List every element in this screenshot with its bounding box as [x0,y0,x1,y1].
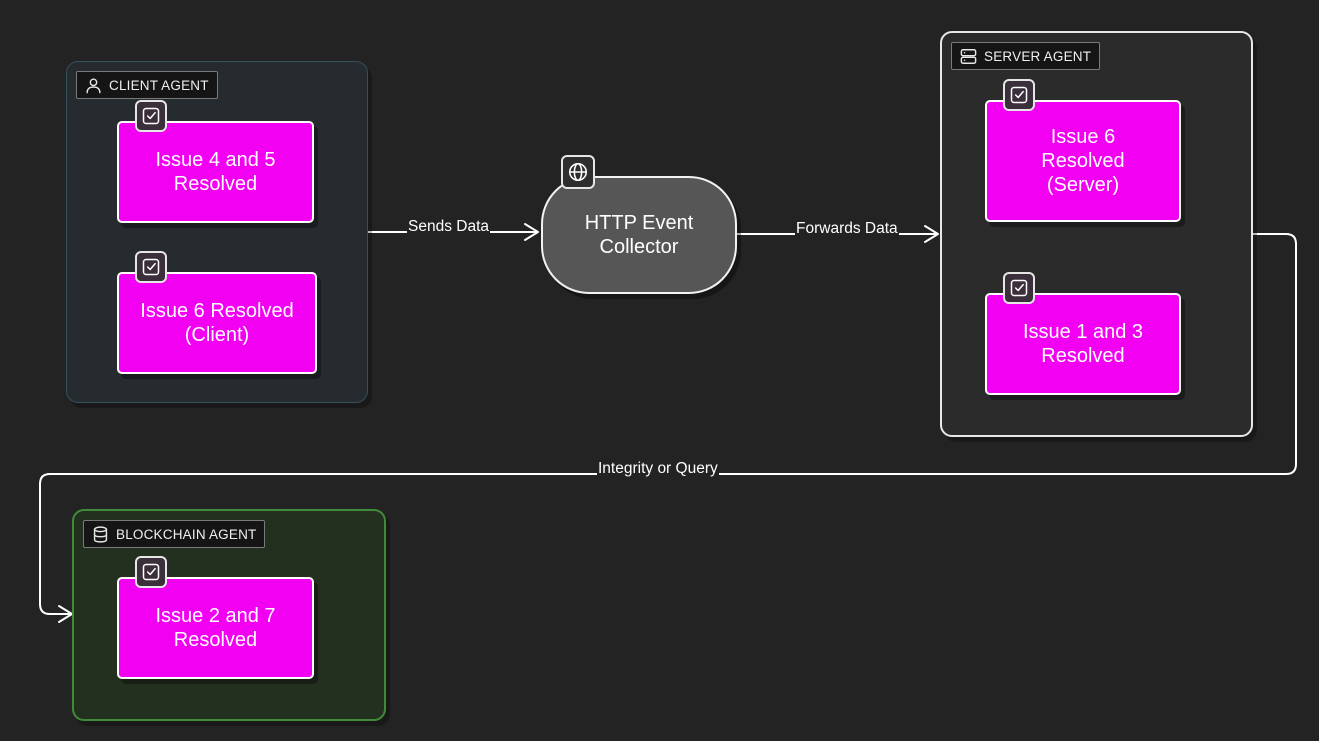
user-icon [86,77,101,93]
database-icon [93,525,108,543]
edge-label-forwards-data: Forwards Data [795,220,899,238]
http-event-collector-text: HTTP Event Collector [584,212,694,258]
node-issue-1-and-3-text: Issue 1 and 3 Resolved [1022,321,1144,367]
check-square-icon [135,251,167,283]
edge-sends-data-arrowhead [524,223,539,241]
server-agent-label-text: SERVER AGENT [984,48,1092,64]
check-square-icon [1003,272,1035,304]
http-event-collector[interactable]: HTTP Event Collector [541,176,737,294]
node-issue-4-and-5-text: Issue 4 and 5 Resolved [155,149,276,195]
globe-icon [561,155,595,189]
node-issue-2-and-7-text: Issue 2 and 7 Resolved [155,605,276,651]
edge-label-sends-data: Sends Data [407,218,490,236]
edge-label-integrity-query: Integrity or Query [597,460,719,478]
node-issue-2-and-7[interactable]: Issue 2 and 7 Resolved [117,577,314,679]
node-issue-4-and-5[interactable]: Issue 4 and 5 Resolved [117,121,314,223]
server-icon [960,48,977,64]
server-agent-label: SERVER AGENT [951,42,1101,70]
client-agent-label: CLIENT AGENT [76,71,218,99]
blockchain-agent-label-text: BLOCKCHAIN AGENT [116,526,257,542]
check-square-icon [1003,79,1035,111]
node-issue-6-client[interactable]: Issue 6 Resolved (Client) [117,272,317,374]
node-issue-1-and-3[interactable]: Issue 1 and 3 Resolved [985,293,1181,395]
client-agent-label-text: CLIENT AGENT [109,77,209,93]
node-issue-6-server-text: Issue 6 Resolved (Server) [1041,126,1125,196]
node-issue-6-client-text: Issue 6 Resolved (Client) [140,300,294,346]
edge-forwards-data-arrowhead [924,225,939,243]
check-square-icon [135,556,167,588]
blockchain-agent-label: BLOCKCHAIN AGENT [83,520,266,548]
node-issue-6-server[interactable]: Issue 6 Resolved (Server) [985,100,1181,222]
check-square-icon [135,100,167,132]
blockchain-agent-group[interactable]: BLOCKCHAIN AGENT [72,509,386,721]
